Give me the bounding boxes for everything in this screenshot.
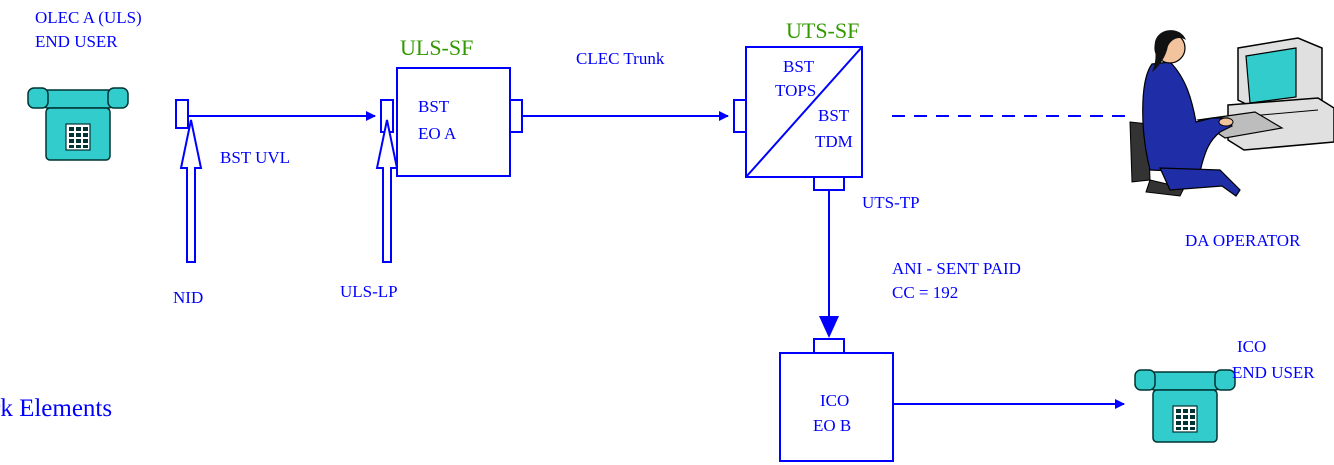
nid-pointer-arrow xyxy=(181,120,201,262)
bst-tops-line2: TOPS xyxy=(775,81,816,100)
bst-eo-a-line2: EO A xyxy=(418,124,457,143)
bst-uvl-label: BST UVL xyxy=(220,148,290,167)
uls-sf-title: ULS-SF xyxy=(400,35,473,60)
uls-lp-label: ULS-LP xyxy=(340,282,398,301)
clec-trunk-label: CLEC Trunk xyxy=(576,49,665,68)
da-operator-label: DA OPERATOR xyxy=(1185,231,1301,250)
uts-sf-title: UTS-SF xyxy=(786,18,859,43)
uls-lp-pointer-arrow xyxy=(377,120,397,262)
uts-tp-label: UTS-TP xyxy=(862,193,920,212)
ani-line2: CC = 192 xyxy=(892,283,958,302)
ico-eo-b-line2: EO B xyxy=(813,416,851,435)
nid-label: NID xyxy=(173,288,203,307)
nid-port xyxy=(176,100,188,128)
eo-a-trunk-port xyxy=(510,100,522,132)
bst-tdm-line1: BST xyxy=(818,106,850,125)
uts-to-ico-arrow-head xyxy=(819,316,839,338)
da-operator-icon xyxy=(1130,30,1334,196)
network-elements-label: rk Elements xyxy=(0,395,112,422)
ico-eo-b-line1: ICO xyxy=(820,391,849,410)
ico-telephone-icon xyxy=(1135,370,1235,442)
olec-end-user-line2: END USER xyxy=(35,32,118,51)
ico-end-user-line2: END USER xyxy=(1232,363,1315,382)
ani-line1: ANI - SENT PAID xyxy=(892,259,1021,278)
bst-tops-line1: BST xyxy=(783,57,815,76)
olec-telephone-icon xyxy=(28,88,128,160)
uts-tp-port xyxy=(814,177,844,190)
bst-eo-a-line1: BST xyxy=(418,97,450,116)
ico-eo-b-port xyxy=(814,339,844,353)
bst-eo-a-box xyxy=(397,68,510,176)
uts-sf-trunk-port xyxy=(734,100,746,132)
bst-tdm-line2: TDM xyxy=(815,132,853,151)
olec-end-user-line1: OLEC A (ULS) xyxy=(35,8,142,27)
ico-end-user-line1: ICO xyxy=(1237,337,1266,356)
